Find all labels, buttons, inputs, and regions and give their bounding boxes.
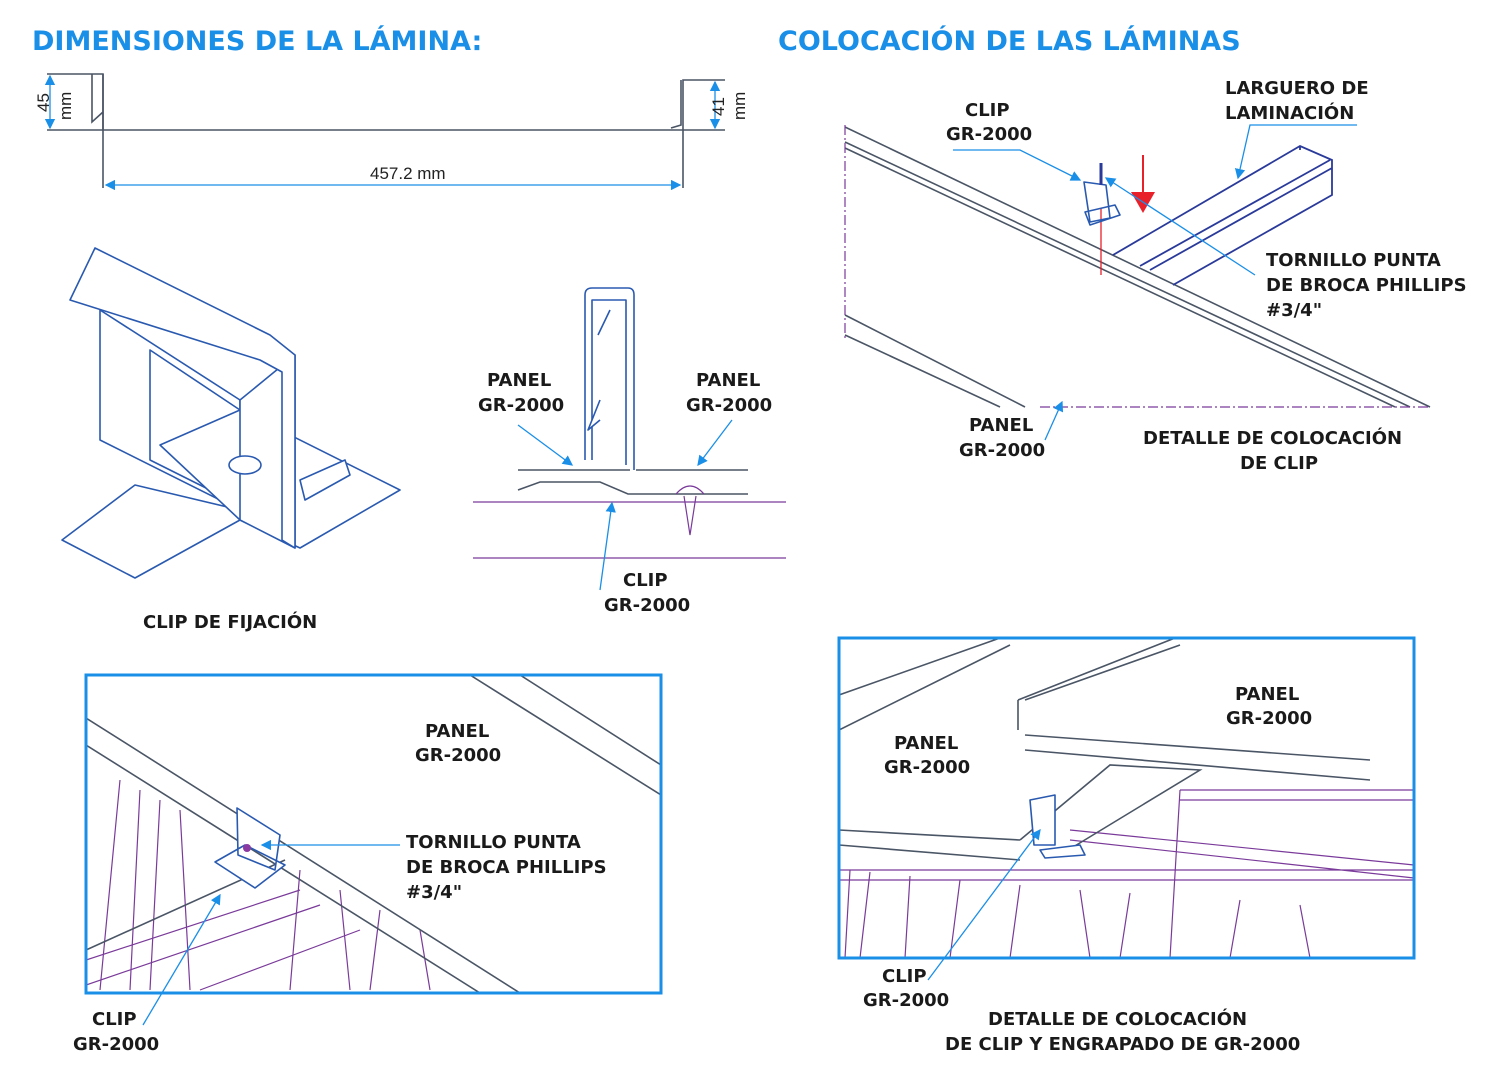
bl-panel-line1: PANEL (425, 721, 489, 742)
br-panel-left-line1: PANEL (894, 733, 958, 754)
br-panel-right-line1: PANEL (1235, 684, 1299, 705)
bottom-left-detail-drawing (84, 673, 663, 1026)
bottom-left-frame (84, 673, 663, 995)
bottom-right-frame (837, 636, 1416, 960)
sheet-profile-drawing: 45 mm 41 mm 457.2 mm (34, 73, 749, 191)
section-panel-right-line2: GR-2000 (686, 395, 772, 416)
placement-screw-line1: TORNILLO PUNTA (1266, 250, 1441, 271)
left-height-value: 45 (34, 93, 53, 112)
section-panel-right-line1: PANEL (696, 370, 760, 391)
br-clip-line1: CLIP (882, 966, 927, 987)
clip-isometric-drawing (61, 247, 401, 579)
right-height-value: 41 (709, 97, 728, 116)
placement-title: COLOCACIÓN DE LAS LÁMINAS (778, 25, 1241, 57)
bl-panel-line2: GR-2000 (415, 745, 501, 766)
bl-clip-line2: GR-2000 (73, 1034, 159, 1055)
placement-caption-line2: DE CLIP (1240, 453, 1318, 474)
placement-screw-line3: #3/4" (1266, 300, 1322, 321)
bl-clip-line1: CLIP (92, 1009, 137, 1030)
placement-panel-line2: GR-2000 (959, 440, 1045, 461)
section-panel-left-line2: GR-2000 (478, 395, 564, 416)
placement-clip-line2: GR-2000 (946, 124, 1032, 145)
bl-screw-line3: #3/4" (406, 882, 462, 903)
left-height-unit: mm (56, 92, 75, 120)
placement-caption-line1: DETALLE DE COLOCACIÓN (1143, 427, 1402, 449)
dimensions-title: DIMENSIONES DE LA LÁMINA: (32, 25, 482, 57)
placement-detail-drawing (844, 124, 1431, 441)
bl-screw-line2: DE BROCA PHILLIPS (406, 857, 607, 878)
seam-section-drawing (473, 287, 786, 591)
bottom-right-detail-drawing (837, 636, 1416, 981)
bl-screw-line1: TORNILLO PUNTA (406, 832, 581, 853)
br-panel-left-line2: GR-2000 (884, 757, 970, 778)
br-clip-line2: GR-2000 (863, 990, 949, 1011)
larguero-label-line2: LAMINACIÓN (1225, 102, 1354, 124)
section-clip-line2: GR-2000 (604, 595, 690, 616)
larguero-label-line1: LARGUERO DE (1225, 78, 1369, 99)
section-panel-left-line1: PANEL (487, 370, 551, 391)
right-height-unit: mm (730, 92, 749, 120)
clip-caption: CLIP DE FIJACIÓN (143, 611, 317, 633)
section-clip-line1: CLIP (623, 570, 668, 591)
br-caption-line1: DETALLE DE COLOCACIÓN (988, 1008, 1247, 1030)
br-panel-right-line2: GR-2000 (1226, 708, 1312, 729)
sheet-width-value: 457.2 mm (370, 164, 446, 183)
placement-screw-line2: DE BROCA PHILLIPS (1266, 275, 1467, 296)
br-caption-line2: DE CLIP Y ENGRAPADO DE GR-2000 (945, 1034, 1300, 1055)
placement-panel-line1: PANEL (969, 415, 1033, 436)
placement-clip-line1: CLIP (965, 100, 1010, 121)
